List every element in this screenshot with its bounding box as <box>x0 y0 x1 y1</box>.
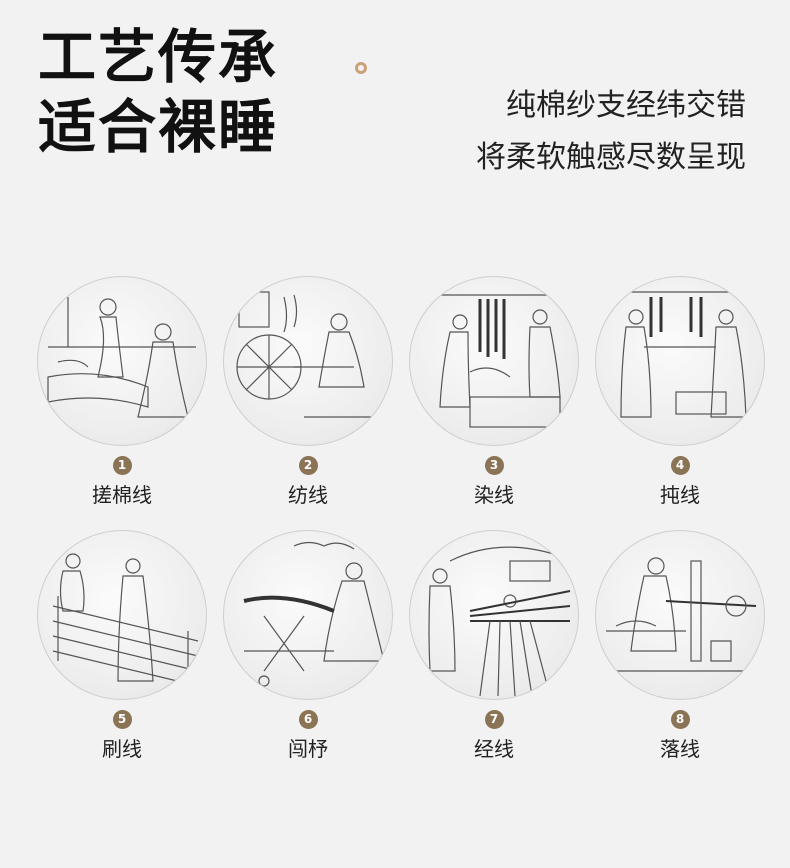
step-label: 刷线 <box>102 737 142 761</box>
step-illustration-7 <box>409 530 579 700</box>
step-item-1: 1 搓棉线 <box>32 276 212 516</box>
subtitle-line-2: 将柔软触感尽数呈现 <box>476 140 746 175</box>
headline-line-1: 工艺传承 <box>38 23 279 91</box>
step-number-badge: 8 <box>670 710 690 729</box>
step-label: 经线 <box>474 737 514 761</box>
step-illustration-8 <box>595 530 765 700</box>
step-illustration-5 <box>37 530 207 700</box>
step-number-badge: 5 <box>112 710 132 729</box>
step-label: 纺线 <box>288 483 328 507</box>
step-illustration-2 <box>223 276 393 446</box>
step-label: 染线 <box>474 483 514 507</box>
step-label: 扽线 <box>660 483 700 507</box>
accent-ring-icon <box>355 62 367 74</box>
step-item-7: 7 经线 <box>404 530 584 770</box>
step-illustration-3 <box>409 276 579 446</box>
step-item-5: 5 刷线 <box>32 530 212 770</box>
step-number-badge: 6 <box>298 710 318 729</box>
headline-line-2: 适合裸睡 <box>38 93 279 161</box>
step-label: 落线 <box>660 737 700 761</box>
subtitle: 纯棉纱支经纬交错 将柔软触感尽数呈现 <box>476 80 746 184</box>
step-illustration-1 <box>37 276 207 446</box>
step-item-6: 6 闯杼 <box>218 530 398 770</box>
step-number-badge: 3 <box>484 456 504 475</box>
step-label: 闯杼 <box>288 737 328 761</box>
step-number-badge: 7 <box>484 710 504 729</box>
step-illustration-6 <box>223 530 393 700</box>
step-illustration-4 <box>595 276 765 446</box>
step-number-badge: 4 <box>670 456 690 475</box>
headline: 工艺传承 适合裸睡 <box>38 22 278 162</box>
step-number-badge: 2 <box>298 456 318 475</box>
step-label: 搓棉线 <box>92 483 152 507</box>
step-number-badge: 1 <box>112 456 132 475</box>
step-item-4: 4 扽线 <box>590 276 770 516</box>
step-item-2: 2 纺线 <box>218 276 398 516</box>
step-item-8: 8 落线 <box>590 530 770 770</box>
subtitle-line-1: 纯棉纱支经纬交错 <box>506 88 746 123</box>
step-item-3: 3 染线 <box>404 276 584 516</box>
